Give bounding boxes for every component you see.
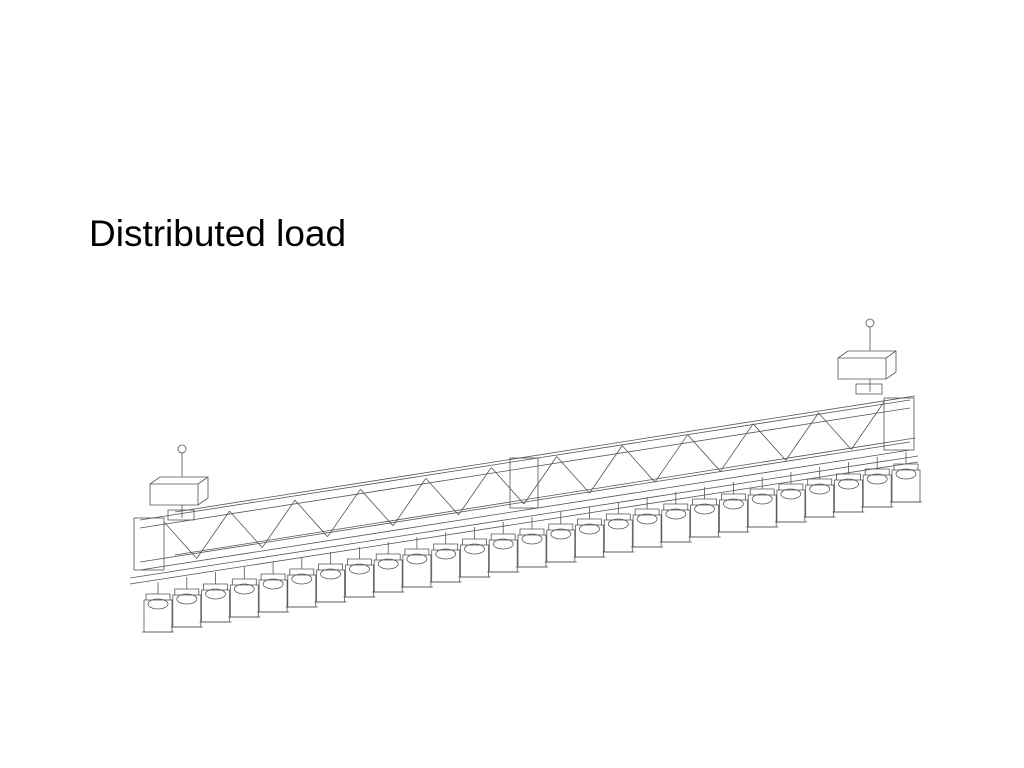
- lacing-member: [785, 412, 819, 461]
- stage-light: [573, 507, 606, 558]
- stage-light: [544, 512, 577, 563]
- stage-light: [861, 457, 894, 508]
- lacing-member: [229, 510, 263, 548]
- stage-light: [142, 582, 174, 633]
- stage-light: [372, 542, 405, 593]
- stage-light: [803, 467, 836, 518]
- lacing-member: [261, 499, 296, 548]
- lacing-member: [556, 456, 590, 494]
- stage-light: [890, 452, 922, 503]
- stage-light: [774, 472, 807, 523]
- stage-lights: [142, 452, 922, 633]
- slide-title: Distributed load: [89, 213, 347, 254]
- stage-light: [631, 497, 664, 548]
- lacing-member: [360, 489, 394, 527]
- lacing-member: [294, 499, 328, 537]
- stage-light: [602, 502, 635, 553]
- stage-light: [487, 522, 520, 573]
- lacing-member: [818, 412, 852, 450]
- stage-light: [314, 552, 347, 603]
- stage-light: [199, 572, 232, 623]
- lacing-member: [491, 467, 525, 505]
- stage-light: [717, 482, 750, 533]
- stage-light: [285, 557, 318, 608]
- lacing-member: [589, 445, 623, 494]
- stage-light: [429, 532, 462, 583]
- lacing-member: [621, 445, 656, 483]
- stage-light: [832, 462, 865, 513]
- lacing-member: [654, 434, 688, 483]
- stage-light: [659, 492, 692, 543]
- lacing-member: [392, 478, 427, 527]
- stage-light: [516, 517, 548, 568]
- lacing-member: [687, 434, 721, 472]
- lacing-member: [458, 467, 492, 516]
- stage-light: [400, 537, 433, 588]
- stage-light: [228, 567, 261, 618]
- truss-lacing: [163, 401, 885, 559]
- stage-light: [458, 527, 491, 578]
- stage-light: [746, 477, 779, 528]
- lacing-member: [425, 478, 459, 516]
- chain-hoist-right: [837, 318, 897, 395]
- lacing-member: [327, 489, 361, 537]
- stage-light: [257, 562, 290, 613]
- lacing-member: [196, 510, 230, 559]
- chain-hoist-left: [149, 444, 209, 521]
- stage-light: [343, 547, 376, 598]
- lacing-member: [720, 423, 754, 472]
- lacing-member: [163, 521, 197, 559]
- lacing-member: [850, 401, 885, 450]
- stage-light: [170, 577, 203, 628]
- lacing-member: [523, 456, 558, 505]
- stage-light: [688, 487, 721, 538]
- lacing-member: [752, 423, 787, 461]
- bottom-pipe: [129, 455, 919, 585]
